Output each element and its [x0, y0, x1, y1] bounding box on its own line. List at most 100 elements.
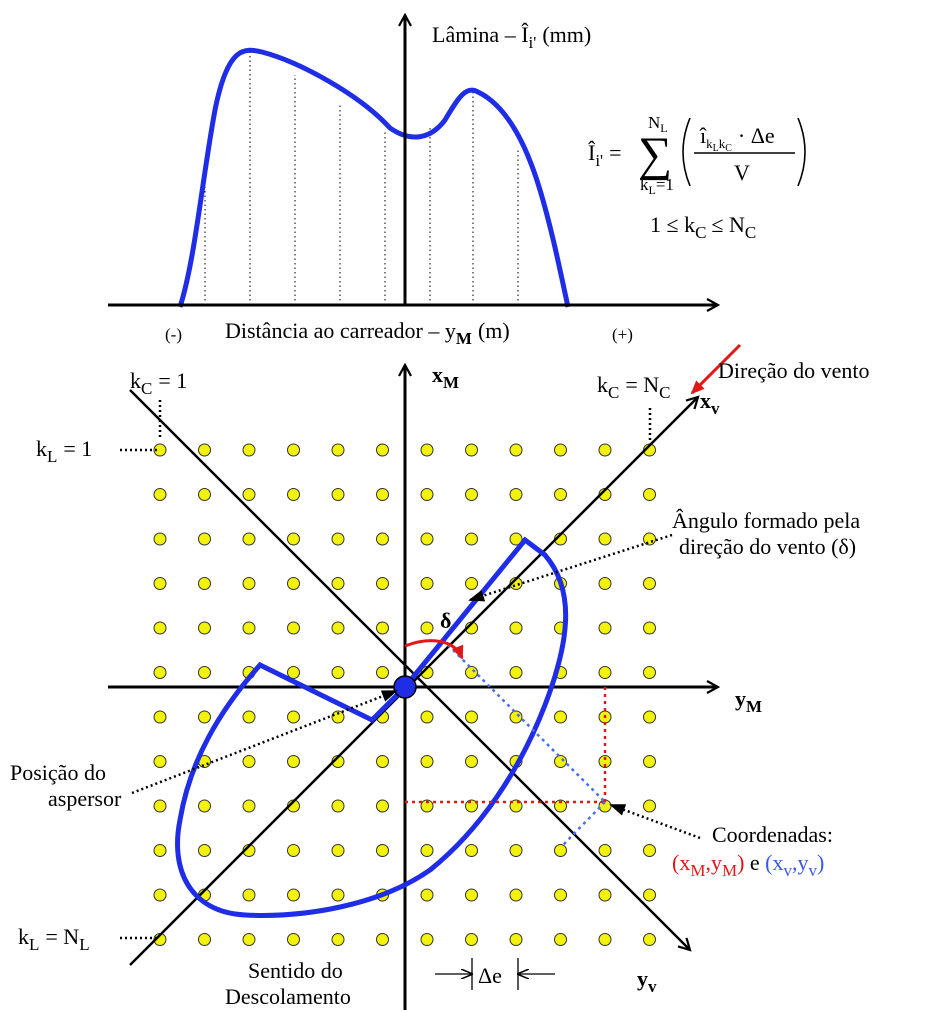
collector-dot: [420, 799, 434, 813]
coords-label-line1: Coordenadas:: [712, 822, 833, 847]
collector-dot: [287, 488, 300, 501]
collector-dot: [287, 888, 300, 902]
collector-dot: [198, 799, 211, 813]
collector-dot: [598, 443, 612, 457]
collector-dot: [554, 933, 567, 946]
blue-coordinate-lines: [447, 644, 606, 846]
collector-dot: [598, 888, 612, 902]
collector-dot: [643, 710, 656, 724]
sprinkler-leader: [131, 689, 398, 795]
sum-upper: NL: [648, 113, 668, 135]
formula: Îi'= ∑ NL kL=1 îkLkC· Δe V 1 ≤ kC≤ NC: [588, 113, 806, 242]
collector-dot: [331, 621, 345, 635]
angle-label-line1: Ângulo formado pela: [672, 508, 860, 533]
collector-dot: [598, 844, 612, 857]
wetted-pattern-shape: [175, 536, 569, 918]
collector-dot: [198, 532, 211, 546]
collector-dot: [554, 755, 567, 768]
kc-N-label: kC= NC: [597, 372, 670, 402]
coords-leader: [609, 803, 701, 840]
collector-dot: [198, 577, 211, 590]
xv-label: xv: [700, 388, 720, 418]
collector-dot: [376, 844, 389, 857]
collector-dot: [242, 933, 256, 946]
collector-dot: [242, 577, 256, 590]
collector-dot: [554, 443, 567, 457]
collector-dot: [420, 488, 434, 501]
collector-dot: [509, 621, 523, 635]
collector-dot: [198, 443, 211, 457]
collector-dot: [598, 933, 612, 946]
collector-dot: [153, 888, 167, 902]
collector-dot: [643, 844, 656, 857]
collector-dot: [598, 532, 612, 546]
collector-dot: [643, 577, 656, 590]
collector-dot: [509, 844, 523, 857]
collector-dot: [287, 933, 300, 946]
collector-dot: [153, 666, 167, 679]
delta-angle-arc: [404, 639, 464, 660]
collector-dot: [509, 933, 523, 946]
collector-dot: [598, 755, 612, 768]
collector-dot: [420, 844, 434, 857]
collector-dot: [331, 532, 345, 546]
collector-dot: [509, 710, 523, 724]
collector-dot: [153, 532, 167, 546]
collector-dot: [420, 621, 434, 635]
collector-dot: [509, 532, 523, 546]
collector-dot: [509, 666, 523, 679]
formula-numerator: îkLkC· Δe: [699, 123, 775, 154]
top-plot: Lâmina – Îi'(mm) Distância ao carreador …: [108, 15, 718, 348]
collector-dot: [376, 532, 389, 546]
collector-dot: [420, 577, 434, 590]
collector-dot: [331, 933, 345, 946]
collector-dot: [287, 577, 300, 590]
collector-dot: [376, 621, 389, 635]
top-ylabel: Lâmina – Îi'(mm): [432, 22, 591, 52]
sprinkler-position-marker: [393, 675, 417, 699]
kl-1-label: kL= 1: [36, 436, 92, 466]
collector-dot: [643, 532, 656, 546]
collector-dot: [287, 844, 300, 857]
collector-dot: [331, 443, 345, 457]
sigma-symbol: ∑: [638, 128, 672, 181]
collector-dot: [643, 888, 656, 902]
sum-lower: kL=1: [640, 175, 674, 197]
sprinkler-label-line1: Posição do: [10, 760, 106, 785]
collector-dot: [643, 933, 656, 946]
wind-direction-arrow: [690, 343, 742, 395]
collector-dot: [331, 844, 345, 857]
collector-dot: [331, 888, 345, 902]
collector-dot: [420, 532, 434, 546]
collector-dot: [198, 666, 211, 679]
collector-dot: [153, 621, 167, 635]
collector-dot: [420, 443, 434, 457]
collector-dot: [376, 443, 389, 457]
collector-dot: [153, 577, 167, 590]
collector-dot: [598, 577, 612, 590]
collector-dot: [465, 443, 478, 457]
collector-dot: [198, 933, 211, 946]
collector-dot: [242, 888, 256, 902]
collector-dot: [465, 844, 478, 857]
collector-dot: [643, 488, 656, 501]
collector-dot: [331, 710, 345, 724]
formula-constraint: 1 ≤ kC≤ NC: [650, 212, 756, 242]
collector-dot: [509, 443, 523, 457]
collector-dot: [153, 443, 167, 457]
collector-dot: [465, 666, 478, 679]
collector-dot: [465, 933, 478, 946]
collector-dot: [242, 799, 256, 813]
formula-denominator: V: [734, 160, 750, 185]
collector-dot: [198, 488, 211, 501]
water-depth-curve: [177, 47, 571, 308]
collector-dot: [287, 532, 300, 546]
collector-dot: [509, 488, 523, 501]
collector-dot: [198, 621, 211, 635]
wind-direction-label: Direção do vento: [718, 358, 870, 383]
collector-dot: [420, 933, 434, 946]
collector-dot: [554, 888, 567, 902]
collector-dot: [153, 844, 167, 857]
